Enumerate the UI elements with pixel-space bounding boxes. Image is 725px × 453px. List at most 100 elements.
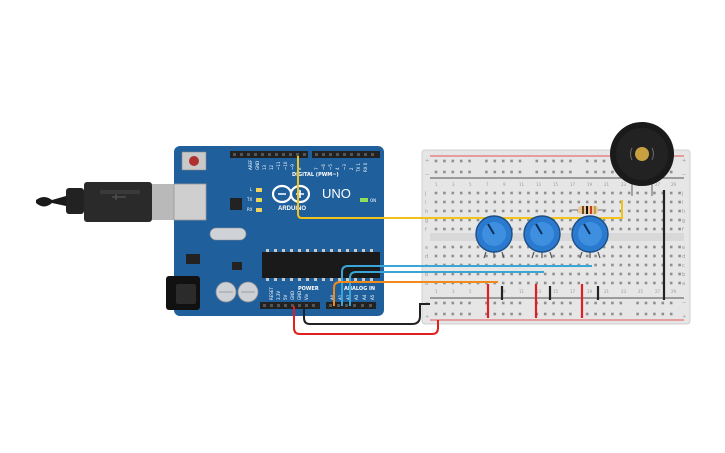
breadboard-hole[interactable] <box>493 301 497 305</box>
breadboard-hole[interactable] <box>510 254 513 258</box>
breadboard-hole[interactable] <box>535 170 539 174</box>
breadboard-hole[interactable] <box>602 272 606 276</box>
resistor[interactable] <box>570 206 606 214</box>
breadboard-hole[interactable] <box>543 200 547 204</box>
breadboard-hole[interactable] <box>501 272 505 276</box>
breadboard-hole[interactable] <box>669 227 673 231</box>
breadboard-hole[interactable] <box>485 200 488 204</box>
breadboard-hole[interactable] <box>552 209 555 213</box>
breadboard-hole[interactable] <box>669 170 673 174</box>
breadboard-hole[interactable] <box>560 200 564 204</box>
breadboard-hole[interactable] <box>594 272 597 276</box>
breadboard-hole[interactable] <box>459 200 463 204</box>
breadboard-hole[interactable] <box>451 191 455 195</box>
breadboard-hole[interactable] <box>661 263 665 267</box>
breadboard-hole[interactable] <box>434 301 438 305</box>
breadboard-hole[interactable] <box>560 301 564 305</box>
breadboard-hole[interactable] <box>434 200 438 204</box>
breadboard-hole[interactable] <box>644 263 648 267</box>
breadboard-hole[interactable] <box>543 272 547 276</box>
breadboard-hole[interactable] <box>619 245 623 249</box>
breadboard-hole[interactable] <box>653 281 656 285</box>
breadboard-hole[interactable] <box>569 218 572 222</box>
breadboard-hole[interactable] <box>619 218 623 222</box>
breadboard-hole[interactable] <box>476 272 480 276</box>
breadboard-hole[interactable] <box>501 170 505 174</box>
breadboard-hole[interactable] <box>476 200 480 204</box>
wire-red-5v[interactable] <box>293 306 439 335</box>
wire-orange-a2[interactable] <box>333 281 498 306</box>
breadboard-hole[interactable] <box>451 227 455 231</box>
breadboard-hole[interactable] <box>644 218 648 222</box>
breadboard-hole[interactable] <box>535 200 539 204</box>
breadboard-hole[interactable] <box>535 209 539 213</box>
breadboard-hole[interactable] <box>518 227 522 231</box>
breadboard-hole[interactable] <box>518 301 522 305</box>
breadboard-hole[interactable] <box>543 301 547 305</box>
breadboard-hole[interactable] <box>501 159 505 163</box>
breadboard-hole[interactable] <box>669 263 673 267</box>
breadboard-hole[interactable] <box>611 254 614 258</box>
breadboard-hole[interactable] <box>644 245 648 249</box>
breadboard-hole[interactable] <box>560 272 564 276</box>
breadboard-hole[interactable] <box>443 191 446 195</box>
wire-blue-a0[interactable] <box>341 265 592 306</box>
breadboard-hole[interactable] <box>527 191 530 195</box>
wire-black-gnd[interactable] <box>303 303 430 325</box>
breadboard-hole[interactable] <box>510 170 513 174</box>
breadboard-hole[interactable] <box>611 200 614 204</box>
breadboard-hole[interactable] <box>602 209 606 213</box>
breadboard-hole[interactable] <box>451 218 455 222</box>
breadboard-hole[interactable] <box>602 218 606 222</box>
breadboard-hole[interactable] <box>678 209 681 213</box>
breadboard-hole[interactable] <box>527 281 530 285</box>
breadboard-hole[interactable] <box>518 159 522 163</box>
breadboard-hole[interactable] <box>443 200 446 204</box>
potentiometer-1[interactable] <box>475 215 513 259</box>
breadboard-hole[interactable] <box>569 312 572 316</box>
wire-blue-a1[interactable] <box>349 271 544 306</box>
breadboard-hole[interactable] <box>527 200 530 204</box>
breadboard-hole[interactable] <box>669 254 673 258</box>
breadboard-hole[interactable] <box>636 227 639 231</box>
breadboard-hole[interactable] <box>585 254 589 258</box>
breadboard-hole[interactable] <box>459 245 463 249</box>
breadboard-hole[interactable] <box>459 209 463 213</box>
breadboard-hole[interactable] <box>543 281 547 285</box>
breadboard-hole[interactable] <box>485 312 488 316</box>
breadboard-hole[interactable] <box>476 191 480 195</box>
breadboard-hole[interactable] <box>661 301 665 305</box>
breadboard-hole[interactable] <box>619 191 623 195</box>
breadboard-hole[interactable] <box>510 209 513 213</box>
breadboard-hole[interactable] <box>459 227 463 231</box>
breadboard-hole[interactable] <box>577 254 581 258</box>
breadboard-hole[interactable] <box>653 200 656 204</box>
breadboard-hole[interactable] <box>468 301 471 305</box>
breadboard-hole[interactable] <box>560 209 564 213</box>
breadboard-hole[interactable] <box>518 272 522 276</box>
digital-header[interactable] <box>230 151 380 158</box>
breadboard-hole[interactable] <box>594 170 597 174</box>
breadboard-hole[interactable] <box>678 254 681 258</box>
breadboard-hole[interactable] <box>535 281 539 285</box>
breadboard-hole[interactable] <box>611 191 614 195</box>
breadboard-hole[interactable] <box>661 272 665 276</box>
breadboard-hole[interactable] <box>527 245 530 249</box>
breadboard-hole[interactable] <box>510 218 513 222</box>
power-header[interactable] <box>260 302 320 309</box>
breadboard-hole[interactable] <box>619 209 623 213</box>
breadboard-hole[interactable] <box>468 209 471 213</box>
breadboard-hole[interactable] <box>585 170 589 174</box>
breadboard-hole[interactable] <box>527 218 530 222</box>
potentiometer-2[interactable] <box>523 215 561 259</box>
breadboard-hole[interactable] <box>434 254 438 258</box>
breadboard-hole[interactable] <box>644 227 648 231</box>
breadboard-hole[interactable] <box>636 191 639 195</box>
breadboard-hole[interactable] <box>594 159 597 163</box>
breadboard-hole[interactable] <box>560 227 564 231</box>
breadboard-hole[interactable] <box>510 281 513 285</box>
breadboard-hole[interactable] <box>585 281 589 285</box>
breadboard-hole[interactable] <box>669 245 673 249</box>
breadboard-hole[interactable] <box>627 191 631 195</box>
breadboard-hole[interactable] <box>653 272 656 276</box>
